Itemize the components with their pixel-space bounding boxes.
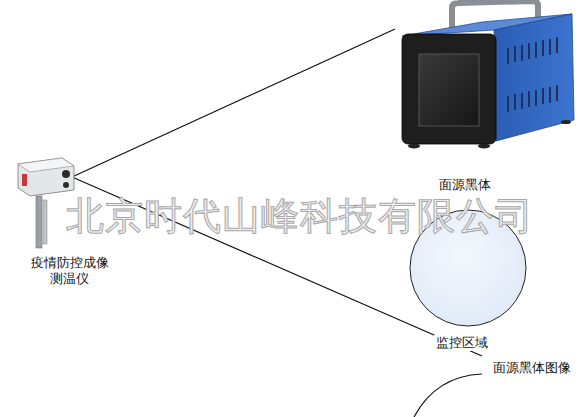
device-foot [408, 144, 420, 149]
device-front [402, 34, 496, 144]
sight-line [72, 29, 395, 177]
blackbody-device [402, 1, 574, 149]
device-vents [508, 37, 557, 112]
device-foot [478, 144, 490, 149]
camera-label: 疫情防控成像 测温仪 [27, 255, 113, 288]
camera-lens [62, 170, 70, 178]
camera-stripe [22, 174, 27, 186]
camera-pole [43, 200, 47, 244]
device-side [494, 14, 574, 141]
device-foot [561, 120, 571, 124]
camera-top [18, 158, 74, 172]
image-label: 面源黑体图像 [491, 360, 573, 376]
device-label: 面源黑体 [437, 177, 493, 193]
watermark: 北京时代山峰科技有限公司 [66, 197, 534, 235]
device-window [419, 54, 479, 126]
camera-body [18, 158, 74, 196]
thermal-camera [18, 158, 74, 248]
region-label: 监控区域 [434, 335, 490, 351]
camera-lens [63, 182, 69, 188]
camera-pole [36, 196, 42, 248]
image-curve [414, 374, 482, 417]
